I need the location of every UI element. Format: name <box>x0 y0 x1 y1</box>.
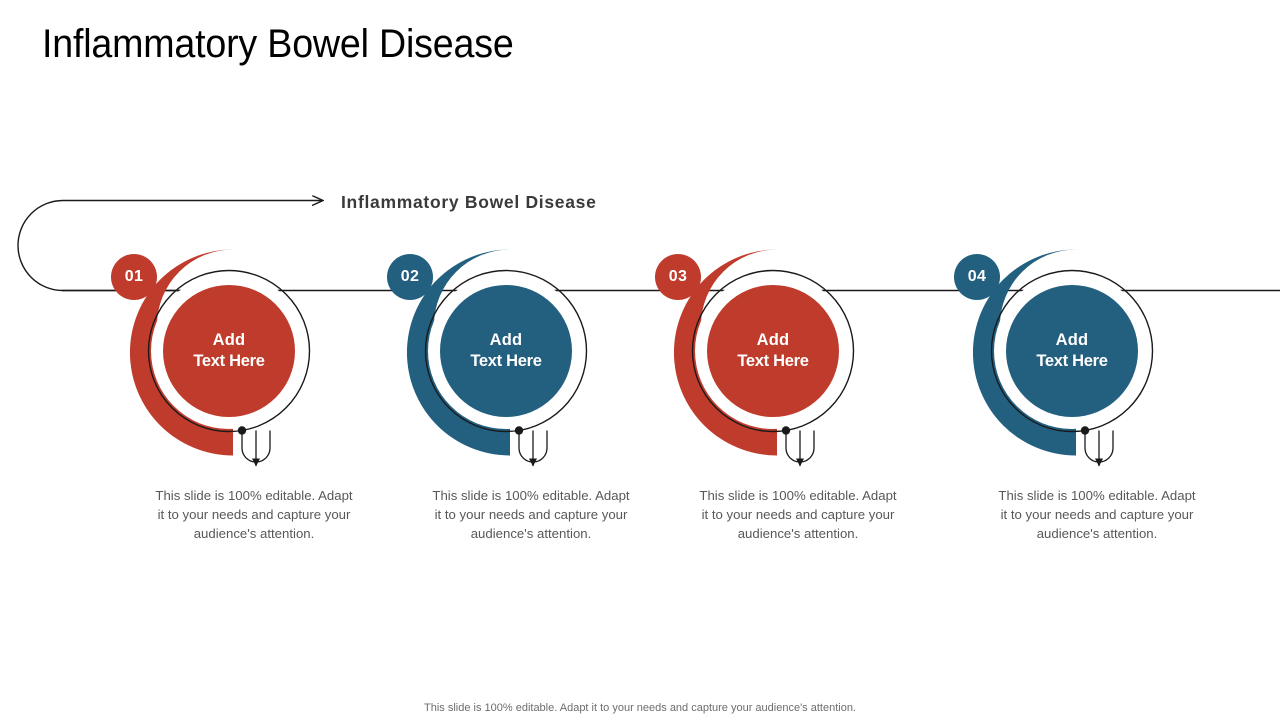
node-1-label-line1: Add <box>212 331 246 349</box>
node-2-label-line2: Text Here <box>470 352 542 370</box>
node-3-label: Add Text Here <box>698 330 848 372</box>
node-3-number-badge-label: 03 <box>668 268 688 285</box>
diagram-subtitle: Inflammatory Bowel Disease <box>341 192 597 212</box>
node-3-down-connector <box>781 426 815 467</box>
node-3-label-line1: Add <box>756 331 790 349</box>
node-4-label: Add Text Here <box>997 330 1147 372</box>
node-4-description: This slide is 100% editable. Adapt it to… <box>998 488 1196 541</box>
node-4-down-connector <box>1080 426 1114 467</box>
node-2-label-line1: Add <box>489 331 523 349</box>
footer-note: This slide is 100% editable. Adapt it to… <box>424 702 856 714</box>
node-2-description: This slide is 100% editable. Adapt it to… <box>432 488 630 541</box>
node-3-description: This slide is 100% editable. Adapt it to… <box>699 488 897 541</box>
node-1-description: This slide is 100% editable. Adapt it to… <box>155 488 353 541</box>
node-3-label-line2: Text Here <box>737 352 809 370</box>
node-4-label-line2: Text Here <box>1036 352 1108 370</box>
node-4-number-badge-label: 04 <box>967 268 987 285</box>
node-1-label-line2: Text Here <box>193 352 265 370</box>
node-2-number-badge-label: 02 <box>400 268 420 285</box>
node-2-down-connector <box>514 426 548 467</box>
page-title: Inflammatory Bowel Disease <box>42 22 514 66</box>
subtitle-connector-arrow <box>17 201 322 292</box>
node-1-number-badge-label: 01 <box>124 268 144 285</box>
node-1-down-connector <box>237 426 271 467</box>
node-1-label: Add Text Here <box>154 330 304 372</box>
node-4-label-line1: Add <box>1055 331 1089 349</box>
node-2-label: Add Text Here <box>431 330 581 372</box>
